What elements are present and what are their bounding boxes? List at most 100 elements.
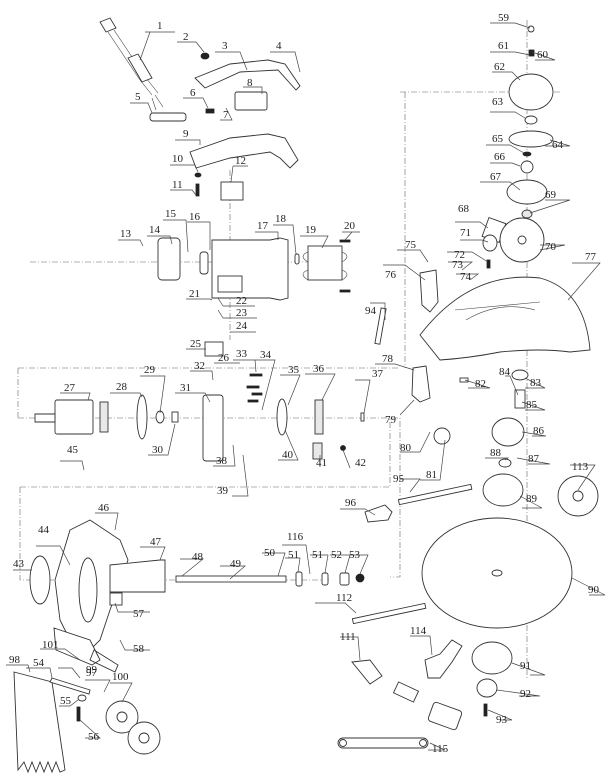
part-label: 111 (340, 631, 356, 643)
part-label: 19 (305, 224, 317, 236)
part-label: 56 (88, 731, 100, 743)
part-label: 69 (545, 189, 557, 201)
part-label: 14 (149, 224, 161, 236)
part-bearing (295, 571, 303, 587)
part-label: 36 (313, 363, 325, 375)
part-label: 16 (189, 211, 201, 223)
part-label: 64 (552, 139, 564, 151)
part-label: 4 (276, 40, 282, 52)
part-flange (491, 417, 525, 447)
part-bracket (419, 269, 439, 313)
part-label: 39 (217, 485, 229, 497)
part-end-cap (157, 237, 181, 281)
part-gear (314, 399, 324, 435)
part-label: 100 (112, 671, 129, 683)
part-label: 57 (133, 608, 145, 620)
part-pinion (312, 442, 323, 460)
part-bolt (483, 703, 488, 717)
part-knob (29, 555, 51, 605)
part-label: 70 (545, 241, 557, 253)
part-label: 48 (192, 551, 204, 563)
part-labels: 1 2 3 4 5 6 7 8 9 10 11 12 13 14 15 16 1… (9, 12, 600, 755)
part-label: 59 (498, 12, 510, 24)
part-nut (194, 172, 202, 178)
part-label: 60 (537, 49, 549, 61)
part-label: 116 (287, 531, 304, 543)
part-label: 84 (499, 366, 511, 378)
part-pin (294, 253, 300, 265)
part-tube (351, 602, 427, 625)
part-label: 53 (349, 549, 361, 561)
part-screw (339, 289, 351, 293)
part-label: 79 (385, 414, 397, 426)
part-label: 83 (530, 377, 542, 389)
part-label: 13 (120, 228, 132, 240)
part-label: 34 (260, 349, 272, 361)
part-cap-screw (527, 25, 535, 33)
part-label: 86 (533, 425, 545, 437)
part-bearing (521, 209, 533, 219)
part-tube (374, 307, 387, 345)
part-washer (77, 694, 87, 702)
part-washer (476, 678, 498, 698)
part-label: 52 (331, 549, 342, 561)
part-tube (397, 483, 473, 506)
part-clutch-drum (506, 179, 548, 205)
part-label: 43 (13, 558, 25, 570)
part-nozzle (482, 234, 498, 252)
part-commutator (99, 401, 109, 433)
part-label: 81 (426, 469, 437, 481)
part-label: 20 (344, 220, 356, 232)
part-label: 18 (275, 213, 287, 225)
leader-lines (6, 22, 606, 751)
part-label: 65 (492, 133, 504, 145)
part-label: 11 (172, 179, 183, 191)
part-label: 25 (190, 338, 202, 350)
part-label: 54 (33, 657, 45, 669)
part-label: 12 (235, 155, 246, 167)
part-label: 97 (86, 667, 98, 679)
part-lever (205, 108, 215, 114)
part-nut (355, 573, 365, 583)
part-label: 87 (528, 453, 540, 465)
part-base-legs (53, 627, 119, 673)
part-label: 67 (490, 171, 502, 183)
part-spindle (514, 389, 526, 409)
part-blade-guard (419, 276, 591, 361)
part-pin (360, 412, 365, 422)
part-label: 29 (144, 364, 156, 376)
part-label: 32 (194, 360, 205, 372)
part-label: 62 (494, 61, 505, 73)
part-label: 85 (526, 399, 538, 411)
part-label: 115 (432, 743, 449, 755)
part-label: 73 (452, 259, 464, 271)
part-bushing (171, 411, 179, 423)
part-bracket (109, 592, 123, 606)
part-label: 82 (475, 378, 486, 390)
part-shaft (175, 575, 287, 583)
part-label: 71 (460, 227, 471, 239)
part-bearing (321, 572, 329, 586)
part-baffle (136, 394, 148, 440)
part-label: 1 (157, 20, 163, 32)
part-battery-box (427, 701, 463, 731)
part-label: 50 (264, 547, 276, 559)
part-label: 51 (288, 549, 299, 561)
part-gear-housing (202, 394, 224, 462)
part-dust-elbow (424, 639, 463, 679)
part-label: 76 (385, 269, 397, 281)
part-label: 72 (454, 249, 465, 261)
part-label: 5 (135, 91, 141, 103)
part-label: 114 (410, 625, 427, 637)
part-label: 7 (223, 109, 229, 121)
part-label: 40 (282, 449, 294, 461)
part-label: 42 (355, 457, 366, 469)
part-strip (49, 677, 91, 695)
part-label: 15 (165, 208, 177, 220)
part-armature (54, 399, 94, 435)
part-label: 9 (183, 128, 189, 140)
part-label: 93 (496, 714, 508, 726)
part-label: 21 (189, 288, 200, 300)
part-brush-holder (199, 251, 209, 275)
